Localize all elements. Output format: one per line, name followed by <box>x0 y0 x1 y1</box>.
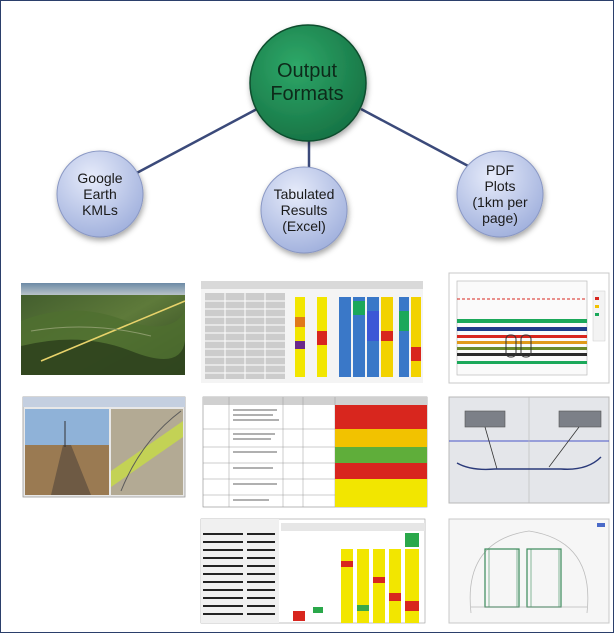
tabulated-label-line-1: Tabulated <box>273 185 335 202</box>
pdf-label-line-2: Plots <box>484 177 516 194</box>
edge-root-google <box>130 107 258 178</box>
pdf-cross-section-thumbnail <box>448 518 610 624</box>
pdf-label-line-3: (1km per <box>472 194 528 210</box>
gis-viewer-thumbnail <box>22 396 186 498</box>
pdf-label-line-1: PDF <box>486 161 514 178</box>
tabulated-results-node-label: Tabulated Results (Excel) <box>261 167 347 253</box>
pdf-plots-node-label: PDF Plots (1km per page) <box>457 151 543 237</box>
aerial-landscape-thumbnail <box>21 283 186 375</box>
pdf-profile-thumbnail <box>448 396 610 504</box>
spreadsheet-thumbnail-1 <box>201 281 423 383</box>
node-tabulated <box>260 166 348 254</box>
root-node <box>249 24 367 142</box>
google-label-line-2: Earth <box>83 185 117 202</box>
pdf-plot-thumbnail-1 <box>448 272 610 384</box>
root-node-label: Output Formats <box>247 23 367 143</box>
google-label-line-3: KMLs <box>82 202 118 219</box>
pdf-label-line-4: page) <box>482 210 518 227</box>
edge-root-pdf <box>360 107 488 178</box>
root-label-line-2: Formats <box>270 83 344 105</box>
google-earth-node-label: Google Earth KMLs <box>57 151 143 237</box>
spreadsheet-thumbnail-2 <box>200 518 426 624</box>
google-label-line-1: Google <box>77 169 123 186</box>
results-table-thumbnail <box>202 396 428 508</box>
node-pdf <box>456 150 544 238</box>
root-label-line-1: Output <box>276 60 338 82</box>
node-google <box>56 150 144 238</box>
tabulated-label-line-2: Results <box>280 201 328 218</box>
tabulated-label-line-3: (Excel) <box>282 218 326 235</box>
